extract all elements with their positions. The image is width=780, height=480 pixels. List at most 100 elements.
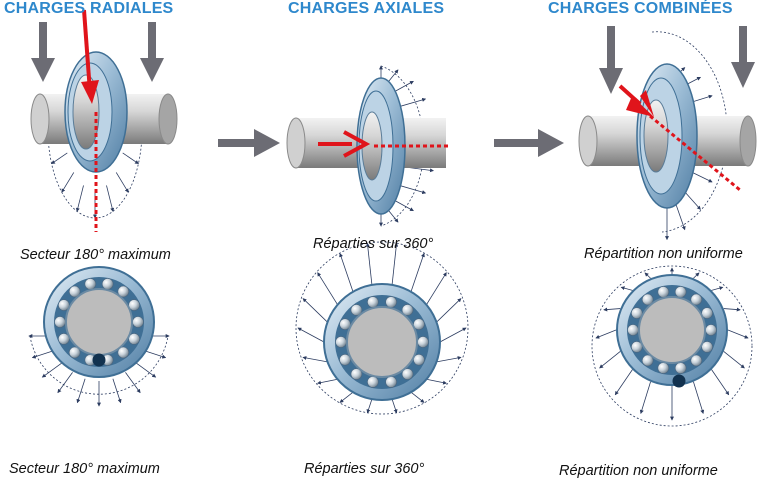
combined-shaft-end-right: [739, 115, 757, 167]
ball: [58, 299, 70, 311]
ball: [367, 376, 379, 388]
ball: [58, 333, 70, 345]
ball: [413, 318, 425, 331]
load-vector: [316, 378, 338, 385]
load-vector: [693, 381, 705, 414]
load-vector: [727, 329, 749, 339]
axial-side-view: [286, 65, 450, 227]
load-vector: [61, 172, 75, 193]
load-vector: [436, 356, 462, 363]
loaded-ball-combined: [672, 374, 686, 388]
load-vector: [426, 272, 447, 305]
caption-axial-bottom: Réparties sur 360°: [304, 461, 425, 477]
ball: [385, 296, 397, 308]
ball: [690, 354, 703, 367]
ball: [68, 285, 81, 298]
load-vector: [135, 362, 157, 378]
load-vector: [57, 372, 73, 394]
load-vector: [439, 327, 467, 343]
caption-radial-top: Secteur 180° maximum: [20, 247, 171, 263]
radial-side-view: [30, 9, 178, 232]
ball: [701, 341, 713, 353]
axial-load-arrow: [318, 130, 371, 158]
radial-top-view: [28, 266, 170, 407]
ball: [54, 316, 66, 328]
caption-axial-top: Réparties sur 360°: [313, 236, 434, 252]
ball: [674, 362, 687, 374]
ball: [413, 353, 425, 366]
transition-arrow-1: [218, 129, 280, 157]
caption-combined-top: Répartition non uniforme: [584, 246, 743, 262]
combined-top-balls: [627, 286, 717, 374]
load-vector: [112, 378, 122, 404]
load-vector: [723, 307, 741, 312]
ball: [417, 336, 429, 348]
ball: [128, 333, 140, 345]
load-vector: [410, 252, 425, 292]
radial-external-arrows: [31, 22, 164, 82]
load-vector: [639, 381, 651, 414]
load-vector: [711, 286, 724, 291]
combined-load-arrow: [618, 84, 654, 117]
load-vector: [115, 172, 129, 193]
load-vector: [302, 356, 328, 363]
title-axial: CHARGES AXIALES: [288, 0, 445, 17]
combined-load-line: [649, 114, 741, 192]
combined-shaft-end: [578, 115, 598, 167]
load-vector: [75, 185, 84, 212]
load-vector: [436, 298, 462, 323]
combined-top-vectors: [595, 267, 749, 421]
load-vector: [339, 391, 354, 403]
ball: [657, 362, 670, 374]
ball: [68, 346, 81, 359]
load-vector: [595, 329, 617, 339]
load-vector: [693, 272, 700, 279]
ball: [128, 299, 140, 311]
transition-arrow-2: [494, 129, 564, 157]
load-vector: [76, 378, 86, 404]
axial-top-balls: [335, 296, 429, 388]
ball: [690, 293, 703, 306]
caption-radial-bottom: Secteur 180° maximum: [9, 461, 160, 477]
ball: [401, 304, 414, 316]
load-vector: [41, 362, 63, 378]
ball: [641, 293, 654, 306]
ball: [339, 318, 351, 331]
load-vector: [426, 378, 448, 385]
title-combined: CHARGES COMBINÉES: [548, 0, 733, 17]
ball: [674, 286, 687, 298]
combined-side-view: [578, 26, 757, 241]
ball: [367, 296, 379, 308]
load-vector: [297, 327, 325, 343]
ball: [132, 316, 144, 328]
ball: [705, 324, 717, 336]
load-vector: [410, 391, 425, 403]
load-vector: [339, 252, 354, 292]
load-vector: [711, 369, 730, 396]
ball: [350, 368, 363, 380]
combined-external-arrows: [599, 26, 755, 94]
load-vector: [122, 152, 139, 165]
ball: [627, 324, 639, 336]
combined-top-view: [591, 265, 753, 427]
ball: [117, 346, 130, 359]
ball: [84, 278, 97, 290]
load-vector: [366, 398, 373, 414]
ball: [101, 278, 114, 290]
load-vector: [365, 242, 373, 285]
ball: [631, 341, 643, 353]
ball: [701, 307, 713, 319]
ball: [631, 307, 643, 319]
load-vector: [125, 372, 141, 394]
radial-load-arrow: [81, 9, 99, 104]
axial-shaft-end: [286, 117, 306, 169]
ball: [641, 354, 654, 367]
ball: [385, 376, 397, 388]
load-vector: [391, 398, 398, 414]
load-vector: [302, 298, 328, 323]
combined-bearing: [636, 63, 698, 209]
load-vector: [723, 351, 745, 369]
ball: [335, 336, 347, 348]
ball: [339, 353, 351, 366]
load-vector: [106, 185, 115, 212]
